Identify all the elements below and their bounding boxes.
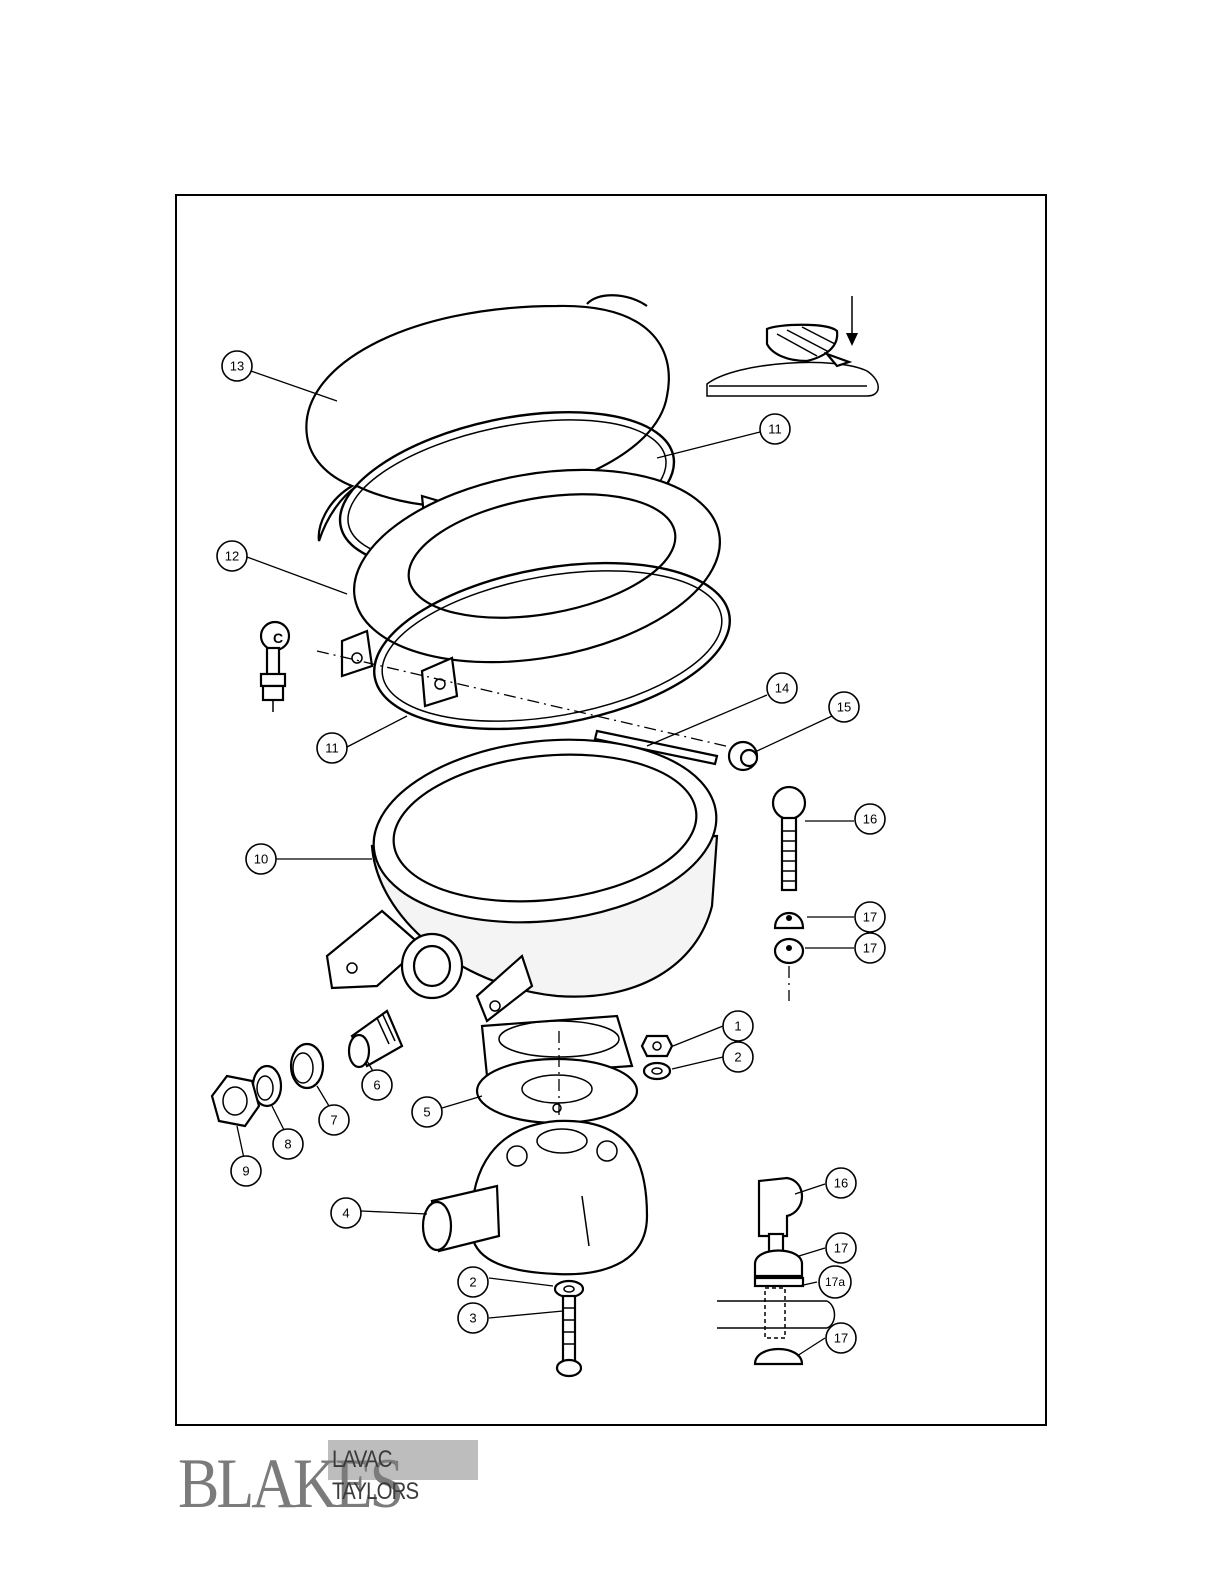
callout-17a: 17a	[819, 1266, 851, 1298]
callout-2-upper: 2	[723, 1042, 753, 1072]
gland-nut-9	[212, 1076, 259, 1126]
pump-base-4	[423, 1121, 647, 1274]
callout-11-upper: 11	[760, 414, 790, 444]
seat-seal-detail	[707, 296, 878, 396]
svg-text:14: 14	[775, 681, 789, 696]
svg-text:7: 7	[330, 1113, 337, 1128]
nut-1	[642, 1036, 672, 1056]
callout-16-upper: 16	[855, 804, 885, 834]
svg-text:17: 17	[863, 910, 877, 925]
svg-text:16: 16	[863, 812, 877, 827]
detail-surface	[707, 362, 878, 396]
svg-text:12: 12	[225, 549, 239, 564]
svg-text:17: 17	[863, 941, 877, 956]
svg-text:2: 2	[734, 1050, 741, 1065]
callout-13: 13	[222, 351, 252, 381]
callout-4: 4	[331, 1198, 361, 1228]
svg-text:17a: 17a	[825, 1275, 845, 1289]
callout-17-c: 17	[826, 1233, 856, 1263]
svg-text:2: 2	[469, 1275, 476, 1290]
svg-text:11: 11	[768, 422, 782, 437]
exploded-toilet-diagram: C	[177, 196, 1045, 1424]
svg-text:13: 13	[230, 359, 244, 374]
callout-5: 5	[412, 1097, 442, 1127]
callout-17-b: 17	[855, 933, 885, 963]
callout-6: 6	[362, 1070, 392, 1100]
svg-text:9: 9	[242, 1164, 249, 1179]
callout-11-lower: 11	[317, 733, 347, 763]
logo-sub-text: LAVAC TAYLORS	[332, 1444, 465, 1508]
callout-1: 1	[723, 1011, 753, 1041]
svg-text:16: 16	[834, 1176, 848, 1191]
svg-text:3: 3	[469, 1311, 476, 1326]
cap-nut-15	[729, 742, 757, 770]
svg-text:4: 4	[342, 1206, 349, 1221]
callout-17-a: 17	[855, 902, 885, 932]
callout-2-lower: 2	[458, 1267, 488, 1297]
svg-text:17: 17	[834, 1241, 848, 1256]
svg-text:11: 11	[325, 741, 339, 756]
bolt-section-detail	[717, 1178, 835, 1364]
svg-text:17: 17	[834, 1331, 848, 1346]
hinge-axis	[317, 651, 747, 751]
hinge-clip: C	[261, 622, 289, 712]
hinge-letter: C	[273, 630, 283, 646]
callout-10: 10	[246, 844, 276, 874]
svg-text:1: 1	[734, 1019, 741, 1034]
callout-12: 12	[217, 541, 247, 571]
callout-8: 8	[273, 1129, 303, 1159]
callout-17-e: 17	[826, 1323, 856, 1353]
callout-3: 3	[458, 1303, 488, 1333]
olive-7	[291, 1044, 323, 1088]
bolt-16	[773, 787, 805, 890]
callout-7: 7	[319, 1105, 349, 1135]
svg-text:8: 8	[284, 1137, 291, 1152]
detail-seat-section	[767, 325, 837, 361]
washer-2-lower	[555, 1281, 583, 1297]
svg-text:10: 10	[254, 852, 268, 867]
svg-text:5: 5	[423, 1105, 430, 1120]
svg-text:15: 15	[837, 700, 851, 715]
dome-nut-17-upper	[775, 913, 803, 928]
brand-logo: BLAKES LAVAC TAYLORS	[178, 1438, 488, 1518]
gasket-5	[477, 1059, 637, 1123]
washer-2-upper	[644, 1063, 670, 1079]
bowl-10	[327, 724, 725, 1021]
callout-16-lower: 16	[826, 1168, 856, 1198]
diagram-frame: C	[175, 194, 1047, 1426]
screw-3	[557, 1296, 581, 1376]
callout-9: 9	[231, 1156, 261, 1186]
svg-text:6: 6	[373, 1078, 380, 1093]
callout-14: 14	[767, 673, 797, 703]
callout-15: 15	[829, 692, 859, 722]
hose-tail-6	[349, 1011, 402, 1067]
dome-nut-17-lower	[775, 939, 803, 1001]
